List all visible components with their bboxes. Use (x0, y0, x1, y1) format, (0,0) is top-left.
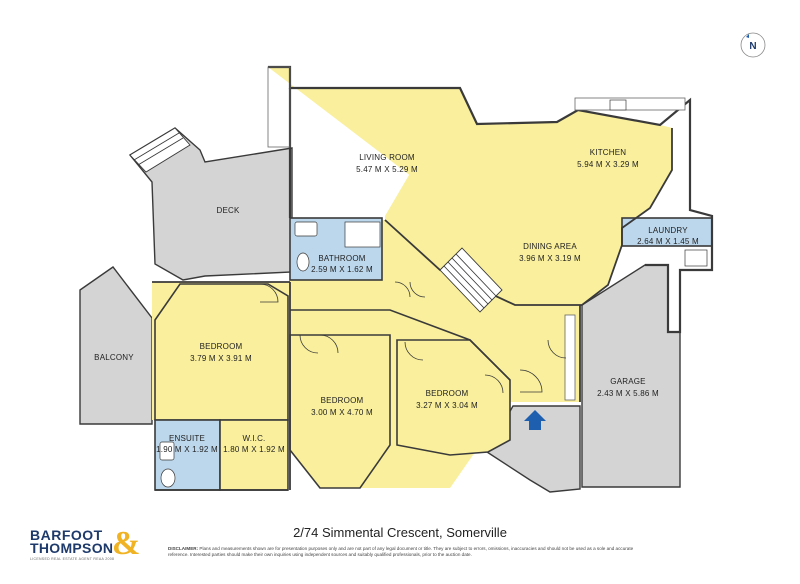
kitchen-dims: 5.94 M X 3.29 M (577, 160, 639, 169)
wic-dims: 1.80 M X 1.92 M (223, 445, 285, 454)
window (574, 97, 686, 111)
bathroom-dims: 2.59 M X 1.62 M (311, 265, 373, 274)
laundry-name: LAUNDRY (648, 226, 688, 235)
disclaimer: DISCLAIMER: Plans and measurements shown… (168, 546, 648, 558)
fixtures (159, 99, 708, 488)
dining-name: DINING AREA (523, 242, 577, 251)
bedroom-1-area (154, 283, 289, 421)
laundry-dims: 2.64 M X 1.45 M (637, 237, 699, 246)
outer-wall (268, 65, 714, 334)
brand-tagline: LICENSED REAL ESTATE AGENT REAA 2008 (30, 557, 115, 561)
living-room-name: LIVING ROOM (359, 153, 415, 162)
bedroom-3-dims: 3.27 M X 3.04 M (416, 401, 478, 410)
entry-arrow (524, 410, 546, 430)
disclaimer-label: DISCLAIMER: (168, 546, 199, 551)
laundry-area (621, 217, 713, 247)
ensuite-name: ENSUITE (169, 434, 205, 443)
bedroom-3-name: BEDROOM (426, 389, 469, 398)
hall-wall (290, 309, 511, 381)
wic-name: W.I.C. (243, 434, 266, 443)
kitchen-area (385, 88, 672, 305)
bathroom-name: BATHROOM (318, 254, 365, 263)
wic-area (219, 419, 289, 491)
svg-text:N: N (749, 41, 756, 52)
balcony-name: BALCONY (94, 353, 134, 362)
brand-line-1: BARFOOT (30, 527, 103, 543)
balcony-area (79, 266, 153, 425)
disclaimer-text: Plans and measurements shown are for pre… (168, 546, 634, 557)
north-compass-icon: N (740, 32, 766, 58)
garage-dims: 2.43 M X 5.86 M (597, 389, 659, 398)
living-room-dims: 5.47 M X 5.29 M (356, 165, 418, 174)
dining-dims: 3.96 M X 3.19 M (519, 254, 581, 263)
staircase (439, 247, 503, 313)
property-address: 2/74 Simmental Crescent, Somerville (293, 525, 507, 540)
door-swings (259, 281, 567, 394)
garage-area (581, 264, 681, 488)
bedroom-2-name: BEDROOM (321, 396, 364, 405)
kitchen-name: KITCHEN (590, 148, 627, 157)
ensuite-dims: 1.90 M X 1.92 M (156, 445, 218, 454)
window (564, 314, 576, 401)
deck-name: DECK (216, 206, 239, 215)
bedroom-1-dims: 3.79 M X 3.91 M (190, 354, 252, 363)
brand-ampersand: & (112, 525, 141, 562)
bedroom-2-dims: 3.00 M X 4.70 M (311, 408, 373, 417)
brand-line-2: THOMPSON (30, 540, 114, 556)
garage-name: GARAGE (610, 377, 645, 386)
brand-logo: BARFOOT THOMPSON & LICENSED REAL ESTATE … (30, 525, 150, 567)
deck-steps (129, 127, 191, 173)
window (267, 66, 291, 148)
bedroom-1-name: BEDROOM (200, 342, 243, 351)
